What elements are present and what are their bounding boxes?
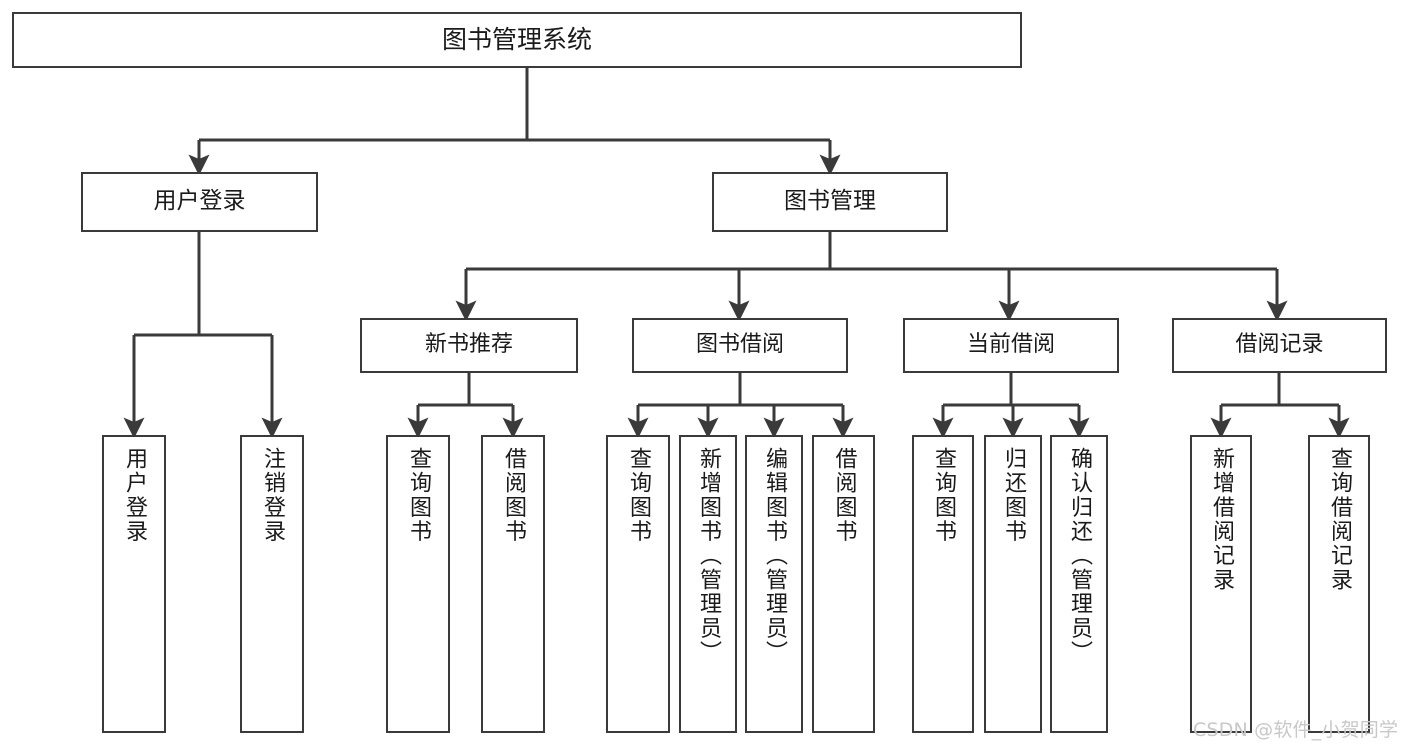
- node-label-leaf-add-book: 新增图书（管理员）: [696, 447, 721, 665]
- node-label-leaf-borrow-book-br: 借阅图书: [831, 447, 857, 544]
- node-borrow-record[interactable]: 借阅记录: [1172, 318, 1387, 373]
- node-label-leaf-confirm-return: 确认归还（管理员）: [1067, 447, 1092, 665]
- node-current-borrow[interactable]: 当前借阅: [903, 318, 1119, 373]
- node-leaf-user-login[interactable]: 用户登录: [102, 435, 166, 733]
- node-leaf-query-book-cb[interactable]: 查询图书: [912, 435, 974, 733]
- node-label-leaf-query-record: 查询借阅记录: [1327, 447, 1352, 593]
- node-label-borrow-record: 借阅记录: [1235, 332, 1324, 358]
- node-leaf-add-book[interactable]: 新增图书（管理员）: [679, 435, 737, 733]
- node-leaf-query-record[interactable]: 查询借阅记录: [1308, 435, 1370, 733]
- node-label-leaf-user-logout: 注销登录: [260, 447, 285, 544]
- node-leaf-confirm-return[interactable]: 确认归还（管理员）: [1050, 435, 1108, 733]
- node-leaf-borrow-book-rec[interactable]: 借阅图书: [481, 435, 545, 733]
- node-leaf-borrow-book-br[interactable]: 借阅图书: [812, 435, 875, 733]
- node-label-leaf-query-book-br: 查询图书: [626, 447, 651, 544]
- connector-lines: [123, 68, 1350, 439]
- node-leaf-query-book-rec[interactable]: 查询图书: [386, 435, 450, 733]
- node-label-book-admin: 图书管理: [784, 188, 876, 215]
- node-leaf-query-book-br[interactable]: 查询图书: [606, 435, 670, 733]
- node-user-login[interactable]: 用户登录: [81, 172, 318, 232]
- node-label-book-borrow: 图书借阅: [695, 332, 784, 358]
- node-label-new-book-recommend: 新书推荐: [424, 332, 513, 358]
- node-label-user-login: 用户登录: [153, 188, 246, 215]
- node-leaf-user-logout[interactable]: 注销登录: [240, 435, 304, 733]
- node-label-leaf-query-book-cb: 查询图书: [931, 447, 956, 544]
- node-root[interactable]: 图书管理系统: [12, 12, 1022, 68]
- node-label-leaf-return-book: 归还图书: [1001, 447, 1026, 544]
- node-label-leaf-user-login: 用户登录: [122, 447, 147, 544]
- node-label-leaf-query-book-rec: 查询图书: [406, 447, 431, 544]
- node-label-leaf-edit-book: 编辑图书（管理员）: [762, 447, 787, 665]
- node-label-leaf-borrow-book-rec: 借阅图书: [501, 447, 526, 544]
- node-new-book-recommend[interactable]: 新书推荐: [360, 318, 578, 373]
- node-leaf-add-record[interactable]: 新增借阅记录: [1190, 435, 1252, 733]
- node-leaf-return-book[interactable]: 归还图书: [984, 435, 1042, 733]
- node-book-admin[interactable]: 图书管理: [712, 172, 948, 232]
- node-label-current-borrow: 当前借阅: [966, 332, 1055, 358]
- node-leaf-edit-book[interactable]: 编辑图书（管理员）: [745, 435, 803, 733]
- node-book-borrow[interactable]: 图书借阅: [632, 318, 848, 373]
- node-label-root: 图书管理系统: [441, 25, 592, 55]
- node-label-leaf-add-record: 新增借阅记录: [1209, 447, 1234, 593]
